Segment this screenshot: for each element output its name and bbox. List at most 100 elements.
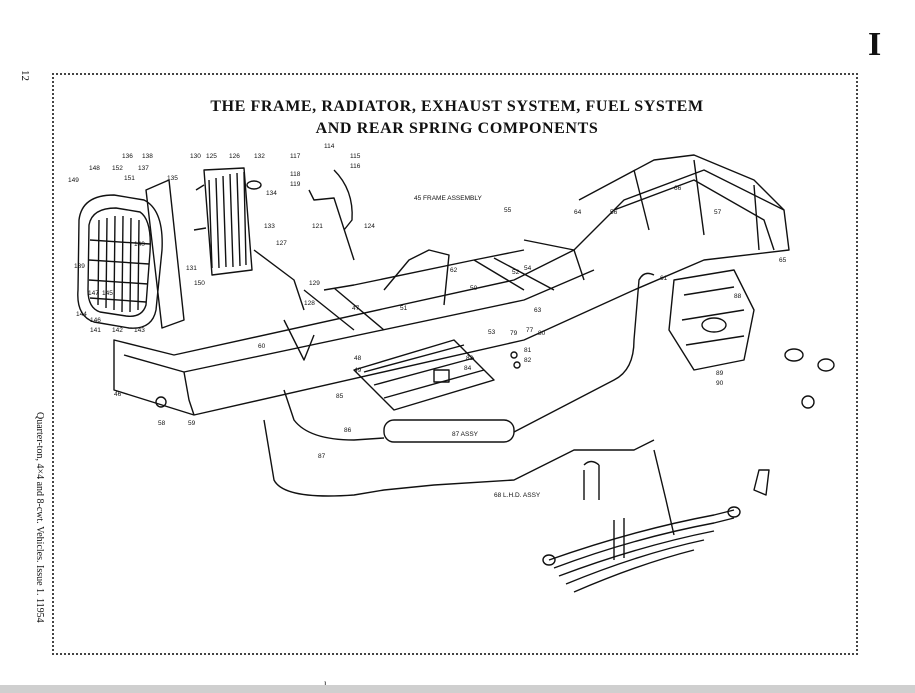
part-number-labels: 136 138 137 135 152 151 148 149 139 140 … <box>68 143 787 460</box>
title-line-1: THE FRAME, RADIATOR, EXHAUST SYSTEM, FUE… <box>210 98 704 115</box>
spring-shackle <box>583 460 600 500</box>
part-label: 48 <box>354 355 362 362</box>
part-label: 143 <box>134 327 145 334</box>
side-caption: Quarter-ton, 4×4 and 8-cwt. Vehicles. Is… <box>34 412 45 623</box>
part-label: 80 <box>538 330 546 337</box>
exhaust-system <box>283 272 655 443</box>
part-label: 148 <box>89 165 100 172</box>
cross-member <box>303 257 555 331</box>
part-label: 130 <box>190 153 201 160</box>
part-label: 79 <box>510 330 518 337</box>
part-label: 125 <box>206 153 217 160</box>
part-label: 114 <box>324 143 335 150</box>
part-label: 56 <box>610 209 618 216</box>
exploded-parts-diagram: 45 FRAME ASSEMBLY 87 ASSY 68 L.H.D. ASSY… <box>68 143 835 593</box>
callout-exhaust-assy: 87 ASSY <box>452 431 479 438</box>
part-label: 121 <box>312 223 323 230</box>
part-label: 85 <box>336 393 344 400</box>
radiator-grille <box>77 194 163 329</box>
part-label: 62 <box>450 267 458 274</box>
part-label: 64 <box>574 209 582 216</box>
part-label: 81 <box>524 347 532 354</box>
part-label: 134 <box>266 190 277 197</box>
part-label: 117 <box>290 153 301 160</box>
part-label: 47 <box>352 305 360 312</box>
u-bolt <box>613 518 625 560</box>
part-label: 87 <box>318 453 326 460</box>
part-label: 139 <box>74 263 85 270</box>
part-label: 127 <box>276 240 287 247</box>
part-label: 59 <box>188 420 196 427</box>
spring-hanger <box>753 469 770 496</box>
fuel-line <box>263 419 655 497</box>
filler-neck <box>817 358 835 372</box>
chassis-frame <box>113 154 790 416</box>
part-label: 53 <box>488 329 496 336</box>
rear-leaf-spring <box>542 506 741 593</box>
part-label: 146 <box>90 317 101 324</box>
part-label: 133 <box>264 223 275 230</box>
callout-frame-assembly: 45 FRAME ASSEMBLY <box>414 195 482 202</box>
diagram-border <box>52 73 858 655</box>
callout-spring-assy: 68 L.H.D. ASSY <box>494 492 541 499</box>
filler-cap <box>784 348 804 362</box>
part-label: 142 <box>112 327 123 334</box>
part-label: 135 <box>167 175 178 182</box>
part-label: 65 <box>779 257 787 264</box>
part-label: 129 <box>309 280 320 287</box>
nut <box>510 351 518 359</box>
part-label: 88 <box>734 293 742 300</box>
part-label: 150 <box>194 280 205 287</box>
part-label: 131 <box>186 265 197 272</box>
part-label: 141 <box>90 327 101 334</box>
bracket <box>433 369 450 383</box>
part-label: 89 <box>716 370 724 377</box>
part-label: 119 <box>290 181 301 188</box>
diagram-callouts: 45 FRAME ASSEMBLY 87 ASSY 68 L.H.D. ASSY <box>414 195 541 499</box>
part-label: 149 <box>68 177 79 184</box>
part-label: 55 <box>504 207 512 214</box>
part-label: 118 <box>290 171 301 178</box>
part-label: 147 <box>88 290 99 297</box>
part-label: 145 <box>102 290 113 297</box>
part-label: 46 <box>114 391 122 398</box>
shock-absorber <box>653 449 675 536</box>
part-label: 140 <box>134 241 145 248</box>
part-label: 66 <box>674 185 682 192</box>
part-label: 77 <box>526 327 534 334</box>
part-label: 132 <box>254 153 265 160</box>
part-label: 49 <box>354 367 362 374</box>
part-label: 136 <box>122 153 133 160</box>
page-title: THE FRAME, RADIATOR, EXHAUST SYSTEM, FUE… <box>62 96 852 140</box>
radiator-side-panel <box>145 179 185 329</box>
part-label: 50 <box>470 285 478 292</box>
part-label: 152 <box>112 165 123 172</box>
part-label: 51 <box>400 305 408 312</box>
page-number: 12 <box>19 70 31 81</box>
part-label: 144 <box>76 311 87 318</box>
page-footer-mark: ı <box>324 678 327 688</box>
part-label: 52 <box>512 269 520 276</box>
section-mark: I <box>868 26 882 63</box>
part-label: 115 <box>350 153 361 160</box>
part-label: 128 <box>304 300 315 307</box>
part-label: 83 <box>466 355 474 362</box>
part-label: 116 <box>350 163 361 170</box>
radiator-core <box>193 167 262 276</box>
nut <box>513 361 521 369</box>
hose <box>333 169 353 231</box>
scan-bottom-edge <box>0 685 915 693</box>
part-label: 58 <box>158 420 166 427</box>
part-label: 84 <box>464 365 472 372</box>
part-label: 82 <box>524 357 532 364</box>
washer <box>155 396 167 408</box>
part-label: 90 <box>716 380 724 387</box>
part-label: 137 <box>138 165 149 172</box>
title-line-2: AND REAR SPRING COMPONENTS <box>315 120 599 137</box>
part-label: 126 <box>229 153 240 160</box>
part-label: 54 <box>524 265 532 272</box>
part-label: 60 <box>258 343 266 350</box>
bush <box>801 395 815 409</box>
part-label: 151 <box>124 175 135 182</box>
part-label: 138 <box>142 153 153 160</box>
